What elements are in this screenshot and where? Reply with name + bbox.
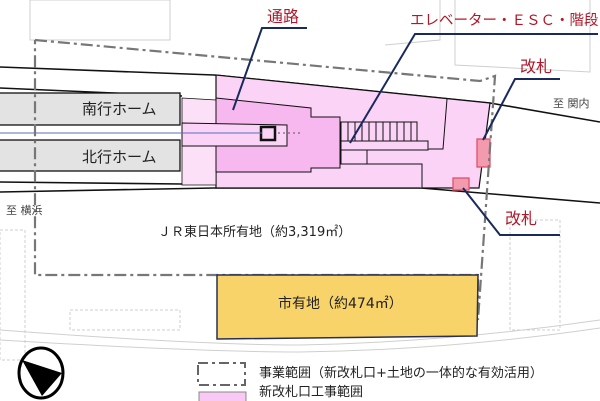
ticket-gate-upper [476, 138, 491, 168]
label-ticket-gate-upper: 改札 [520, 57, 553, 76]
northbound-platform [0, 139, 181, 172]
label-southbound-platform: 南行ホーム [82, 100, 157, 118]
label-to-kannai: 至 関内 [553, 97, 590, 110]
legend-dashdot-swatch [197, 362, 246, 386]
legend-pink-swatch [198, 391, 247, 401]
stairs-icon [340, 98, 448, 188]
label-jr-land: ＪＲ東日本所有地（約3,319㎡） [158, 225, 352, 240]
city-land-area [216, 274, 479, 340]
southbound-platform [0, 92, 181, 126]
label-ticket-gate-lower: 改札 [505, 209, 538, 228]
ticket-gate-lower [452, 177, 470, 191]
legend-project-scope: 事業範囲（新改札口+土地の一体的な有効活用） [259, 366, 543, 381]
background-outlines [0, 0, 600, 361]
north-arrow-icon [17, 346, 65, 400]
label-city-land: 市有地（約474㎡） [278, 296, 403, 312]
legend-construction-scope: 新改札口工事範囲 [259, 385, 364, 400]
leader-lines [232, 27, 598, 236]
label-northbound-platform: 北行ホーム [82, 148, 157, 166]
label-elevator-esc-stairs: エレベーター・ＥＳＣ・階段 [410, 13, 599, 29]
label-passage: 通路 [267, 7, 300, 26]
label-to-yokohama: 至 横浜 [6, 204, 43, 217]
